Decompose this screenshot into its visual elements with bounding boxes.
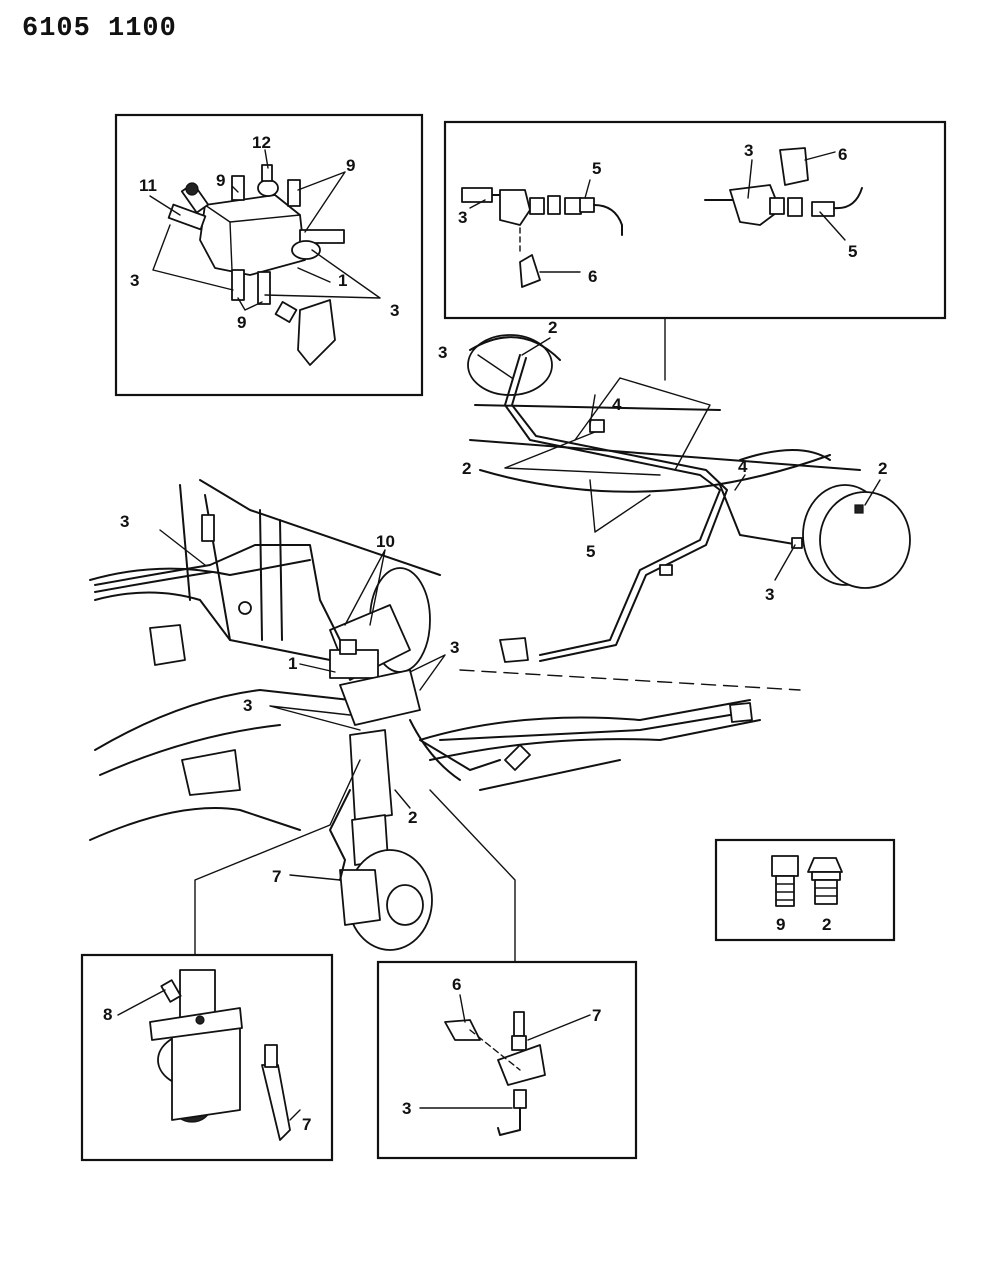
callout-labels: 12 9 9 11 3 1 3 9 3 5 3 6 6 5 2 3 4 4 2 … (103, 133, 887, 1134)
callout-label: 3 (130, 271, 139, 290)
callout-label: 6 (838, 145, 847, 164)
callout-label: 8 (103, 1005, 112, 1024)
callout-label: 3 (458, 208, 467, 227)
callout-label: 2 (548, 318, 557, 337)
callout-label: 2 (878, 459, 887, 478)
front-disc-brake (339, 729, 433, 951)
callout-label: 5 (592, 159, 601, 178)
brake-tubes (94, 354, 803, 881)
callout-label: 11 (139, 176, 157, 195)
callout-label: 3 (744, 141, 753, 160)
inset-fitting-types (714, 838, 896, 942)
callout-label: 9 (216, 171, 225, 190)
callout-label: 3 (390, 301, 399, 320)
inset-front-hose-bracket (376, 960, 638, 1160)
callout-label: 12 (252, 133, 271, 152)
callout-label: 9 (346, 156, 355, 175)
callout-label: 5 (586, 542, 595, 561)
callout-label: 1 (338, 271, 347, 290)
callout-label: 2 (462, 459, 471, 478)
diagram-code: 6105 1100 (22, 14, 177, 44)
rear-drum-left (467, 334, 561, 396)
callout-label: 3 (450, 638, 459, 657)
callout-label: 1 (288, 654, 297, 673)
callout-label: 3 (402, 1099, 411, 1118)
callout-label: 2 (822, 915, 831, 934)
callout-label: 4 (612, 395, 622, 414)
callout-label: 3 (438, 343, 447, 362)
callout-label: 10 (376, 532, 395, 551)
inset-front-strut-bracket (80, 953, 334, 1162)
callout-label: 7 (302, 1115, 311, 1134)
rear-drum-right (802, 484, 911, 589)
callout-label: 7 (592, 1006, 601, 1025)
callout-label: 2 (408, 808, 417, 827)
callout-label: 5 (848, 242, 857, 261)
leader-lines (159, 317, 881, 963)
callout-label: 3 (243, 696, 252, 715)
callout-label: 4 (738, 457, 748, 476)
callout-label: 3 (120, 512, 129, 531)
inset-proportioning-valve (114, 113, 424, 397)
inset-rear-fittings (443, 120, 947, 320)
callout-label: 9 (237, 313, 246, 332)
callout-label: 6 (452, 975, 461, 994)
vehicle-chassis (89, 404, 861, 841)
callout-label: 3 (765, 585, 774, 604)
callout-label: 7 (272, 867, 281, 886)
master-cylinder-booster (329, 567, 431, 726)
callout-label: 6 (588, 267, 597, 286)
callout-label: 9 (776, 915, 785, 934)
